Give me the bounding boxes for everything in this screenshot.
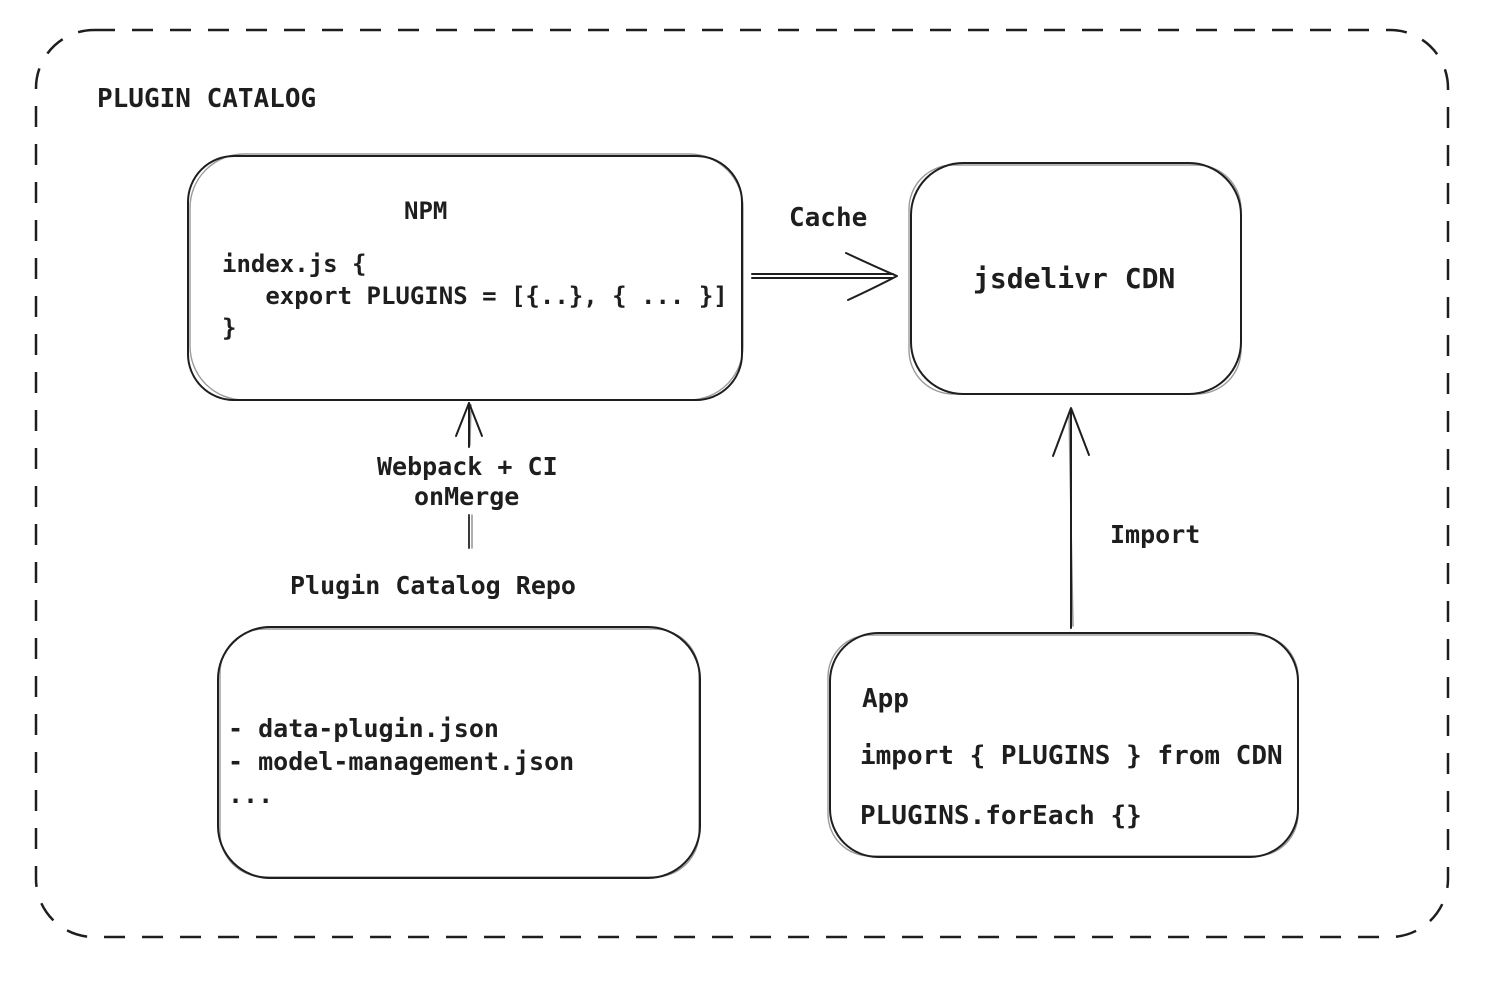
repo-item-3: ... (228, 780, 274, 809)
repo-box (217, 626, 701, 879)
repo-item-1: - data-plugin.json (228, 714, 499, 743)
app-code-line-2: PLUGINS.forEach {} (860, 801, 1142, 831)
cache-arrow (751, 252, 898, 301)
catalog-boundary (34, 28, 1450, 939)
cdn-box (908, 162, 1242, 395)
build-arrow (455, 402, 483, 549)
import-arrow (1052, 407, 1090, 629)
app-box-title: App (862, 684, 909, 714)
build-edge-label-1: Webpack + CI (377, 452, 558, 481)
import-edge-label: Import (1110, 520, 1201, 549)
npm-box (187, 153, 744, 401)
npm-code-line-2: export PLUGINS = [{..}, { ... }] (222, 282, 728, 310)
npm-code-line-1: index.js { (222, 250, 367, 278)
repo-item-2: - model-management.json (228, 747, 575, 776)
app-code-line-1: import { PLUGINS } from CDN (860, 741, 1283, 771)
cdn-box-title: jsdelivr CDN (973, 262, 1176, 295)
app-box (827, 632, 1299, 858)
npm-code-line-3: } (222, 314, 237, 342)
cache-edge-label: Cache (789, 203, 868, 233)
repo-box-label: Plugin Catalog Repo (290, 571, 576, 600)
npm-box-title: NPM (404, 197, 448, 225)
diagram-title: PLUGIN CATALOG (97, 84, 317, 114)
build-edge-label-2: onMerge (414, 482, 520, 511)
